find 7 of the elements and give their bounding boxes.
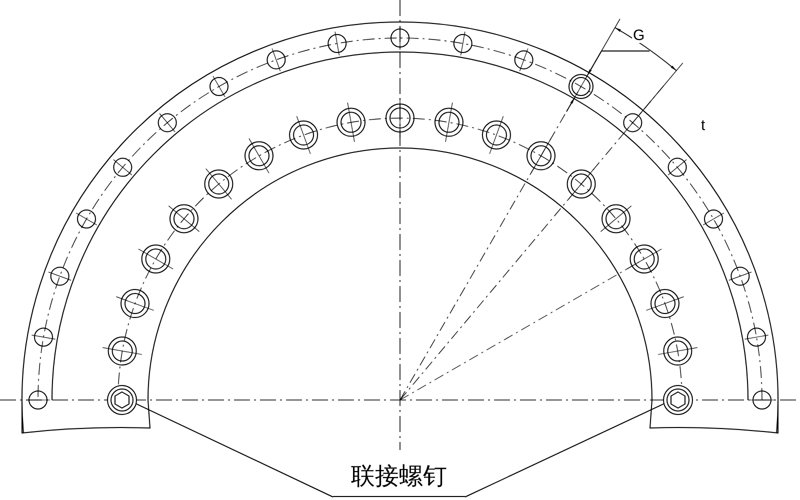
screw-hole [107, 385, 137, 415]
dimension-label: t [700, 118, 706, 133]
leader-line [136, 403, 334, 498]
dimension-label: G [632, 28, 646, 43]
leader-line [464, 403, 664, 498]
callout-label: 联接螺钉 [333, 455, 465, 497]
screw-hole [663, 385, 693, 415]
